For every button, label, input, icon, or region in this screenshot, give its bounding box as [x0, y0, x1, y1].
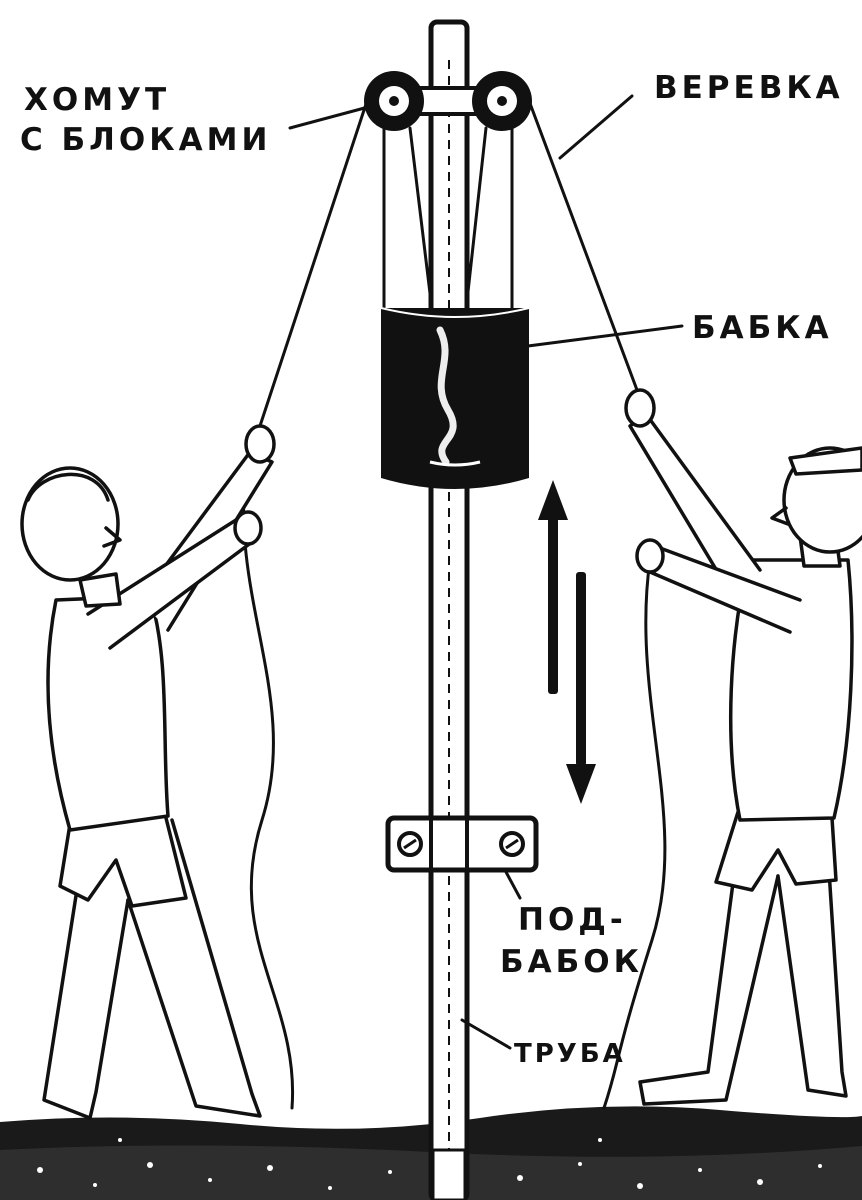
rope-right-slack: [602, 558, 667, 1110]
pipe: [428, 19, 470, 1200]
right-worker: [624, 388, 862, 1106]
label-rope: ВЕРЕВКА: [654, 70, 844, 106]
double-vertical-arrow-icon: [538, 480, 596, 804]
leader-clamp: [288, 104, 374, 130]
leader-pipe: [460, 1018, 512, 1050]
rope-right-outer: [526, 96, 642, 400]
rope-left-inner-b: [408, 126, 434, 312]
right-pulley: [472, 71, 532, 131]
leader-rope: [558, 94, 634, 160]
left-worker: [20, 424, 276, 1120]
leader-anvil: [504, 870, 522, 900]
clamp-with-pulleys: [364, 71, 532, 131]
label-pipe: ТРУБА: [514, 1039, 626, 1069]
label-clamp-line2: С БЛОКАМИ: [20, 122, 271, 158]
labels: ХОМУТ С БЛОКАМИ ВЕРЕВКА БАБКА ПОД- БАБОК…: [20, 70, 844, 1069]
leader-weight: [526, 324, 684, 348]
label-clamp-line1: ХОМУТ: [24, 82, 170, 118]
anvil-clamp: [385, 815, 539, 873]
rope-right-inner-b: [464, 126, 488, 312]
left-pulley: [364, 71, 424, 131]
ropes: [242, 96, 667, 1110]
label-anvil-line1: ПОД-: [518, 902, 627, 938]
weight-driver: [380, 307, 530, 489]
label-anvil-line2: БАБОК: [500, 944, 643, 980]
rope-left-slack: [242, 468, 295, 1110]
rope-left-outer: [256, 96, 370, 434]
label-leaders: [288, 94, 684, 1050]
label-weight: БАБКА: [692, 310, 833, 346]
